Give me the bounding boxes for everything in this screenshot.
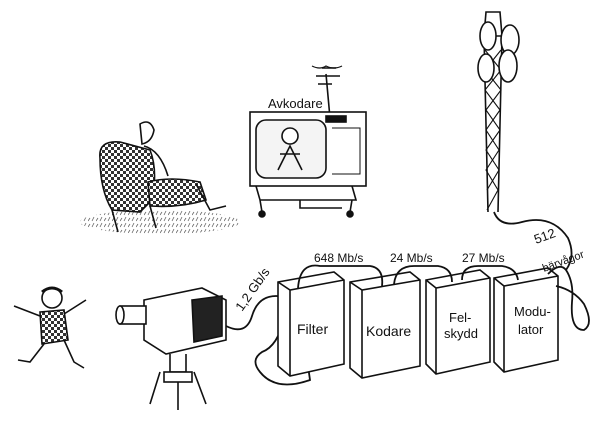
stand-wheel <box>258 210 266 218</box>
person-arms <box>13 299 87 317</box>
dish-antenna <box>477 53 495 83</box>
person-legs <box>17 339 85 369</box>
errprot-label-line2: skydd <box>444 326 478 341</box>
tower-feed-cable <box>493 211 573 271</box>
filter-label: Filter <box>297 321 328 337</box>
viewer-body <box>143 145 169 177</box>
error-protection-block <box>425 269 491 375</box>
dish-antenna <box>479 21 497 51</box>
armchair-back <box>99 141 156 213</box>
rate-coder-errprot-label: 24 Mb/s <box>390 251 433 265</box>
camera-viewfinder <box>191 295 223 343</box>
tower-lattice <box>484 49 502 211</box>
armchair-seat <box>147 178 208 208</box>
modulator-label-line2: lator <box>518 322 544 337</box>
carrier-word-label: bärvågor <box>541 249 586 275</box>
inter-block-cables <box>297 264 590 331</box>
tv-side-panel <box>332 127 361 175</box>
cable-errprot-mod <box>461 265 519 281</box>
modulator-label-line1: Modu- <box>514 304 551 319</box>
stand-wheel <box>346 210 354 218</box>
screen-figure-head <box>281 127 299 145</box>
rate-camera-label: 1,2 Gb/s <box>232 264 273 313</box>
armchair-legs <box>111 205 157 233</box>
carrier-count-label: 512 <box>532 225 558 247</box>
rate-filter-coder-label: 648 Mb/s <box>314 251 363 265</box>
floor-rug <box>80 210 240 234</box>
viewer-head <box>139 121 155 145</box>
coder-label: Kodare <box>366 323 411 339</box>
signal-chain <box>277 267 559 379</box>
antenna-element <box>311 65 343 69</box>
cable-mod-tower <box>547 265 590 331</box>
tv-antenna <box>316 67 340 119</box>
errprot-label-line1: Fel- <box>449 310 471 325</box>
viewer-in-armchair <box>80 121 240 234</box>
person-jacket <box>39 309 69 345</box>
tv-stand <box>255 185 358 213</box>
screen-figure-body <box>277 144 303 171</box>
decoder-label: Avkodare <box>268 96 323 111</box>
jumping-person <box>13 286 87 369</box>
person-hair <box>41 286 63 294</box>
modulator-block <box>493 267 559 373</box>
cable-coder-errprot <box>393 265 453 285</box>
filter-block <box>277 271 345 377</box>
viewer-legs <box>195 183 227 211</box>
coder-block <box>349 271 421 379</box>
video-camera <box>115 287 227 410</box>
rate-errprot-mod-label: 27 Mb/s <box>462 251 505 265</box>
cable-filter-coder <box>297 264 384 289</box>
transmission-tower <box>477 11 520 213</box>
lens-front <box>115 305 125 325</box>
tripod-head <box>163 371 193 383</box>
tv-receiver <box>249 65 367 218</box>
dish-antenna <box>498 49 518 83</box>
decoder-box <box>325 115 347 123</box>
